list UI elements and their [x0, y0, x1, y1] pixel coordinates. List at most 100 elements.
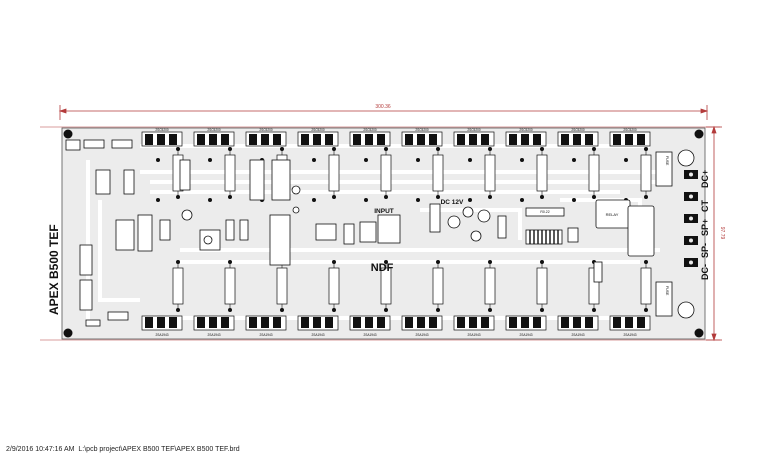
- emitter-resistor: [380, 260, 392, 312]
- bottom-transistor-label: 2SA1943: [363, 333, 376, 337]
- emitter-resistor: [328, 147, 340, 199]
- driver-resistor-8: [271, 159, 291, 201]
- terminal-label: CT: [700, 200, 710, 212]
- bottom-header: [107, 311, 129, 321]
- via: [416, 198, 420, 202]
- top-output-transistor: 2SC5200: [505, 128, 547, 147]
- bottom-output-transistor: 2SA1943: [245, 315, 287, 337]
- output-inductor-coil: [525, 229, 563, 245]
- via: [364, 198, 368, 202]
- via: [572, 158, 576, 162]
- feedback-network: [315, 223, 337, 241]
- bottom-connector: [85, 319, 101, 327]
- height-arrow-bottom: [711, 333, 717, 342]
- input-capacitor-2: [203, 235, 213, 245]
- vbe-multiplier: [137, 214, 153, 252]
- via: [364, 158, 368, 162]
- bottom-fuse-label: FUSE: [665, 286, 669, 296]
- bottom-output-transistor: 2SA1943: [557, 315, 599, 337]
- output-terminal-pads: [684, 170, 698, 267]
- via: [468, 158, 472, 162]
- bottom-output-transistor: 2SA1943: [505, 315, 547, 337]
- top-transistor-label: 2SC5200: [571, 128, 585, 132]
- print-file-path: L:\pcb project\APEX B500 TEF\APEX B500 T…: [78, 446, 240, 453]
- top-transistor-label: 2SC5200: [467, 128, 481, 132]
- terminal-label: SP+: [700, 219, 710, 236]
- emitter-resistor: [172, 260, 184, 312]
- top-emitter-resistor-row: [172, 147, 652, 199]
- width-dimension-label: 300.36: [375, 104, 391, 110]
- mounting-hole-bottom-right: [694, 328, 704, 338]
- feedback-resistor-1: [343, 223, 355, 245]
- output-terminal-pad: [684, 236, 698, 245]
- inductor-label: R0.22: [540, 210, 549, 214]
- bottom-output-transistor: 2SA1943: [349, 315, 391, 337]
- top-output-transistor: 2SC5200: [453, 128, 495, 147]
- top-transistor-label: 2SC5200: [259, 128, 273, 132]
- input-header-2: [111, 139, 133, 149]
- supply-trace: [420, 208, 522, 240]
- emitter-resistor: [484, 260, 496, 312]
- via: [208, 158, 212, 162]
- bottom-output-transistor: 2SA1943: [297, 315, 339, 337]
- via: [208, 198, 212, 202]
- top-output-transistor: 2SC5200: [349, 128, 391, 147]
- emitter-resistor: [328, 260, 340, 312]
- mounting-hole-top-right: [694, 129, 704, 139]
- emitter-resistor: [432, 147, 444, 199]
- bottom-transistor-label: 2SA1943: [467, 333, 480, 337]
- driver-heat-block: [269, 214, 291, 266]
- top-output-transistor: 2SC5200: [609, 128, 651, 147]
- top-transistor-label: 2SC5200: [519, 128, 533, 132]
- zobel-resistor: [567, 227, 579, 243]
- driver-resistor-1: [95, 169, 111, 195]
- emitter-resistor: [640, 147, 652, 199]
- bottom-transistor-label: 2SA1943: [259, 333, 272, 337]
- top-output-transistor-row: 2SC5200 2SC5200 2SC5200 2SC5200 2SC5200 2SC52…: [141, 128, 651, 202]
- emitter-resistor: [588, 147, 600, 199]
- dc-supply-label: DC 12V: [441, 199, 464, 206]
- bottom-output-transistor: 2SA1943: [453, 315, 495, 337]
- driver-resistor-6: [239, 219, 249, 241]
- bottom-transistor-label: 2SA1943: [155, 333, 168, 337]
- input-capacitor-1: [181, 209, 193, 221]
- input-connector: [65, 139, 81, 151]
- dimension-annotations: 300.36 97.79: [40, 104, 725, 342]
- output-inductor-resistor: [525, 207, 565, 217]
- top-output-transistor: 2SC5200: [193, 128, 235, 147]
- relay-label: RELAY: [606, 212, 619, 217]
- print-timestamp: 2/9/2016 10:47:16 AM: [6, 446, 75, 453]
- bias-capacitor: [291, 185, 301, 195]
- input-resistor-2: [79, 279, 93, 311]
- driver-resistor-3: [159, 219, 171, 241]
- terminal-label: SP-: [700, 243, 710, 258]
- top-output-transistor: 2SC5200: [557, 128, 599, 147]
- driver-transistor-pair: [115, 219, 135, 251]
- via: [312, 158, 316, 162]
- emitter-resistor: [536, 147, 548, 199]
- dc-resistor: [497, 215, 507, 239]
- top-output-transistor: 2SC5200: [245, 128, 287, 147]
- output-terminal-pad: [684, 214, 698, 223]
- bottom-transistor-label: 2SA1943: [571, 333, 584, 337]
- output-terminal-pad: [684, 170, 698, 179]
- output-terminal-pad: [684, 192, 698, 201]
- top-output-transistor: 2SC5200: [401, 128, 443, 147]
- input-driver-section: [65, 139, 401, 327]
- height-dimension-label: 97.79: [719, 227, 725, 240]
- supply-relay-section: [429, 149, 695, 319]
- input-stage-trace-1: [98, 200, 140, 302]
- silkscreen-text: APEX B500 TEF NDF INPUT DC 12V R0.22 REL…: [47, 156, 669, 315]
- driver-resistor-7: [249, 159, 265, 201]
- terminal-label: DC+: [700, 170, 710, 188]
- via: [520, 198, 524, 202]
- via: [156, 158, 160, 162]
- top-transistor-label: 2SC5200: [311, 128, 325, 132]
- emitter-resistor: [380, 147, 392, 199]
- board-brand-text: APEX B500 TEF: [47, 224, 61, 315]
- input-header-1: [83, 139, 105, 149]
- via: [572, 198, 576, 202]
- bottom-emitter-resistor-row: [172, 260, 652, 312]
